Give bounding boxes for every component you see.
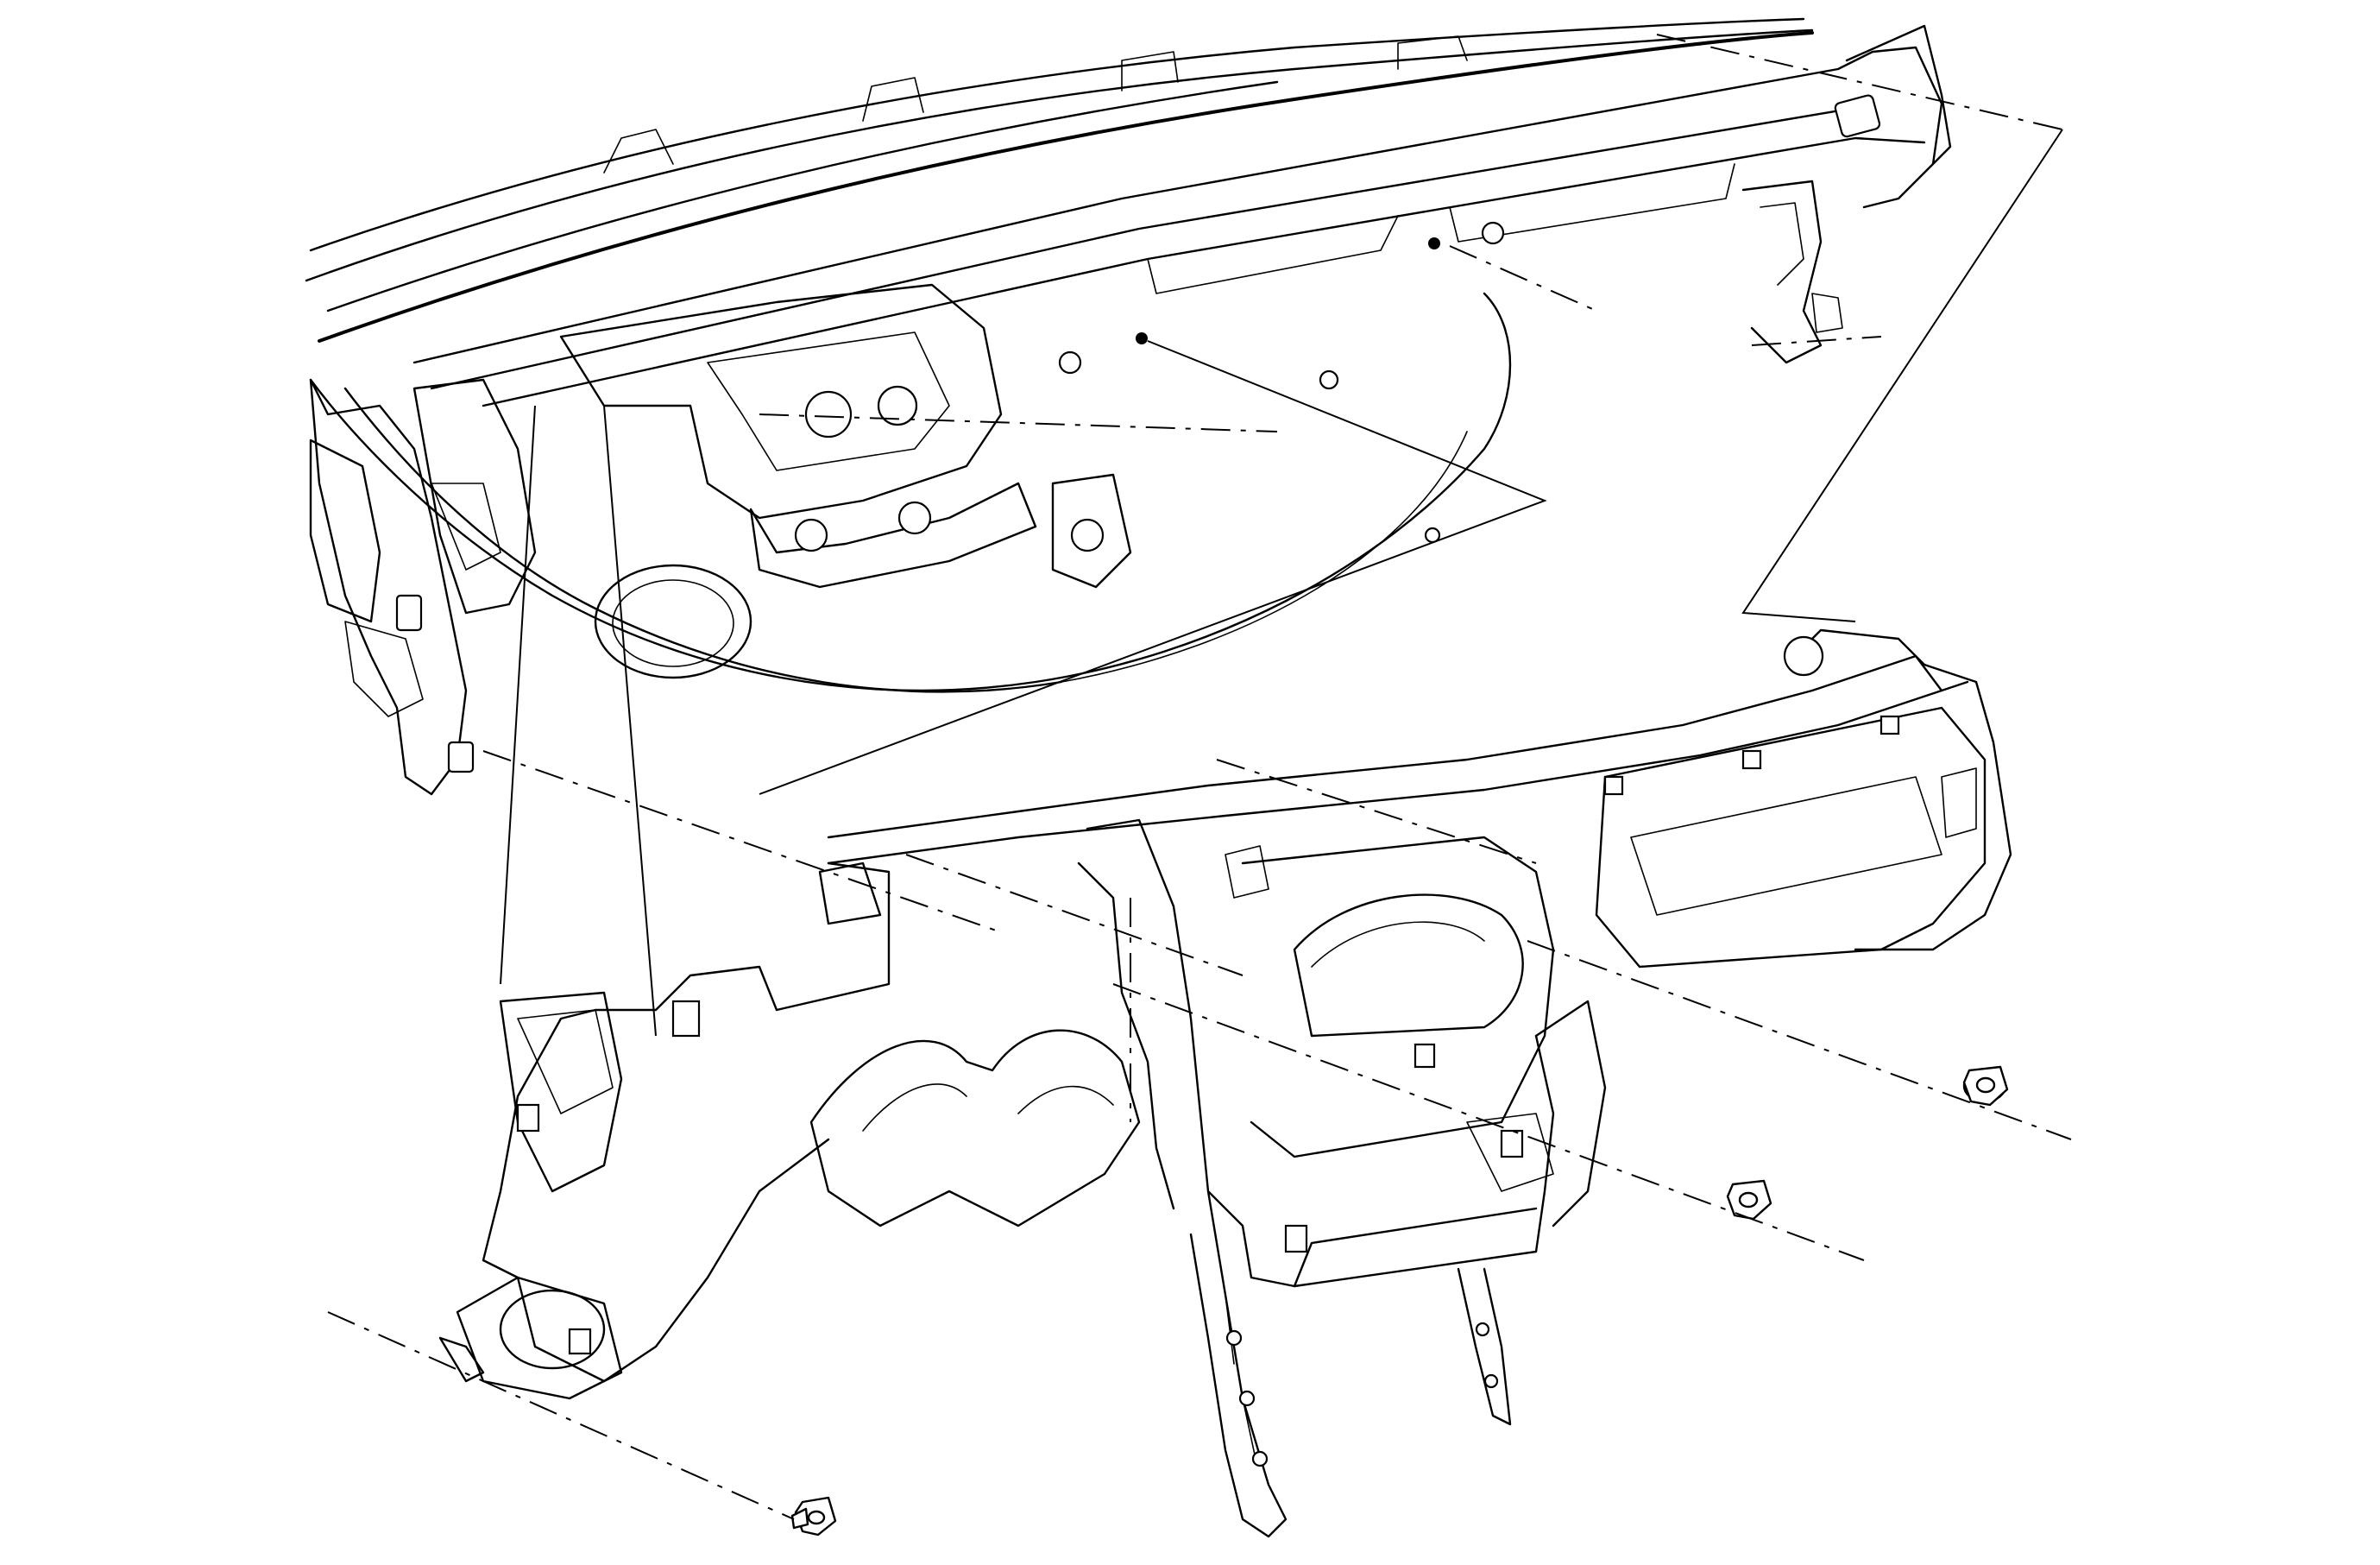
nut-center (1726, 1179, 1772, 1221)
instrument-panel-carrier (438, 628, 2012, 1538)
alignment-lines (327, 34, 2072, 1520)
cowl-panel (305, 17, 1952, 796)
nut-right (1962, 1065, 2009, 1107)
bolt-lower-left (790, 1496, 837, 1537)
